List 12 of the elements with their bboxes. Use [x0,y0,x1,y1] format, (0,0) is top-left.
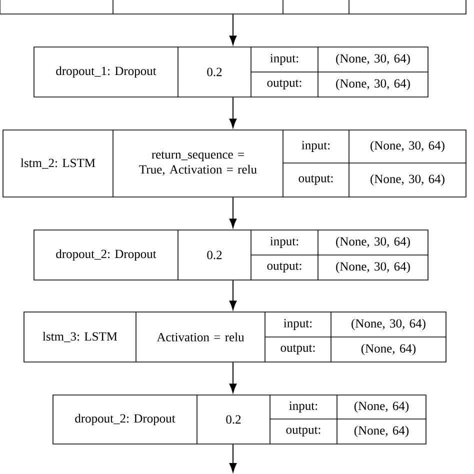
layer-box: dropout_2: Dropout 0.2 input: (None, 64) output: (None, 64) [52,394,426,444]
layer-box: lstm_3: LSTM Activation = relu input: (None, 30, 64) output: (None, 64) [24,312,446,362]
layer-box [0,0,466,14]
arrow [229,196,237,228]
arrow [229,280,237,310]
layer-box: dropout_2: Dropout 0.2 input: (None, 30, 64) output: (None, 30, 64) [34,230,428,280]
layer-box: dropout_1: Dropout 0.2 input: (None, 30, 64) output: (None, 30, 64) [34,46,428,98]
arrow [229,14,237,45]
arrow [229,96,237,128]
arrow [229,444,237,472]
arrow [229,362,237,393]
layer-box: lstm_2: LSTM return_sequence = True, Activation = relu input: (None, 30, 64) output: (None, 30, 64) [2,130,466,198]
